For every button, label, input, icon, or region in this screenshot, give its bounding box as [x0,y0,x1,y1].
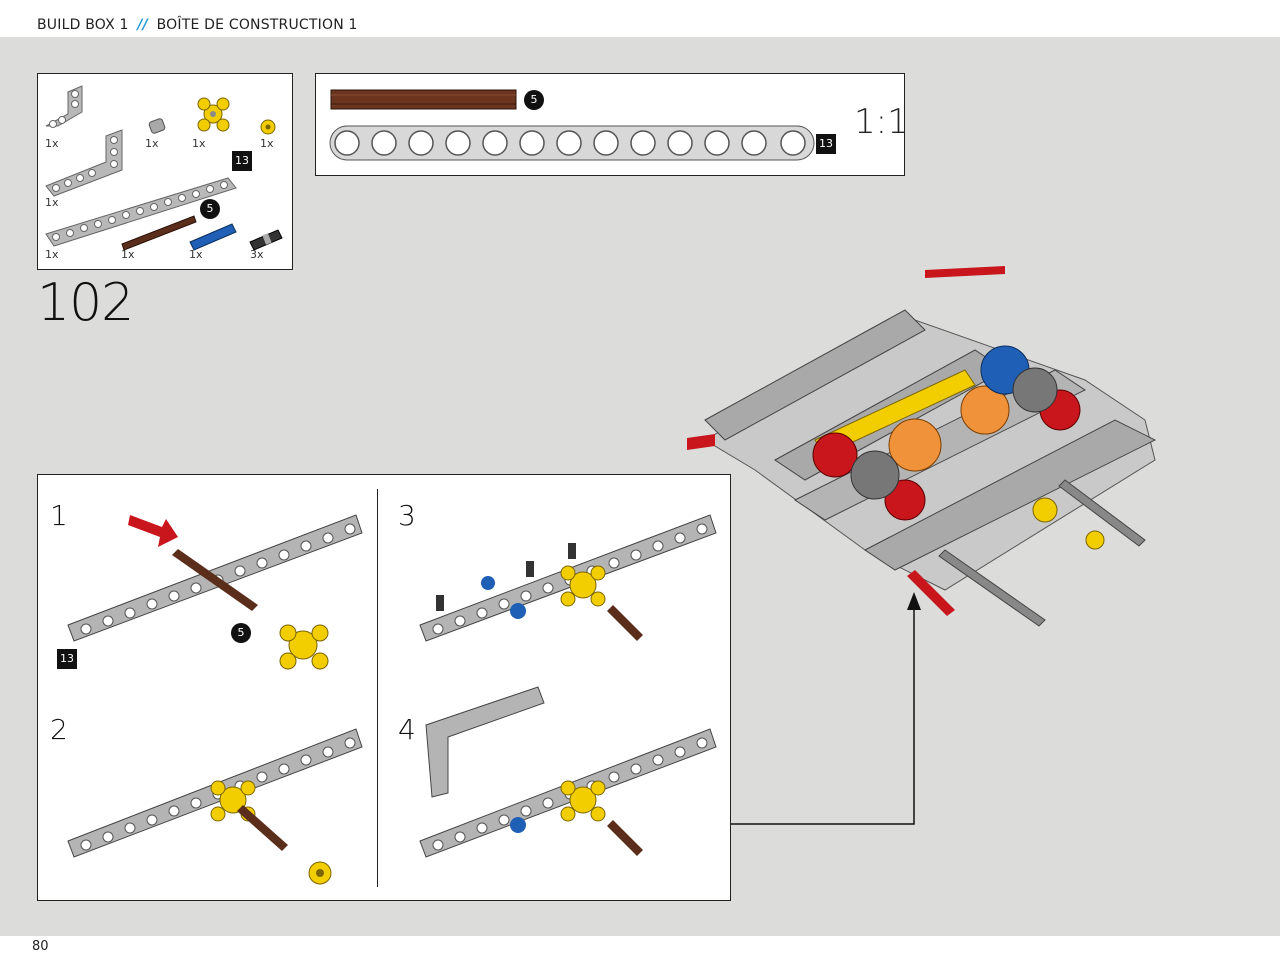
axle-length-badge: 5 [231,623,251,643]
yellow-connector-icon [1032,497,1105,550]
qty-label: 3x [250,248,264,261]
qty-label: 1x [145,137,159,150]
qty-label: 1x [45,196,59,209]
yellow-connector-icon [560,780,606,822]
beam-scale-badge: 13 [816,134,836,154]
scale-parts-illustration [329,89,815,161]
pin-connector-icon [148,118,166,134]
breadcrumb-separator: // [137,17,148,33]
grey-axle-icon [938,479,1146,627]
l-beam-small-icon [45,85,83,128]
brown-axle-icon [172,549,258,611]
brown-axle-icon [121,215,197,251]
red-axle-icon [687,266,1005,616]
blue-pin-icon [510,817,526,833]
brown-axle-icon [607,605,643,641]
qty-label: 1x [192,137,206,150]
yellow-connector-icon [197,97,230,132]
axle-length-badge: 5 [200,199,220,219]
scale-box: 5 13 1:1 [315,73,909,176]
substeps-illustration [67,514,717,885]
axle-scale-badge: 5 [524,90,544,110]
orange-gear-icon [888,385,1010,472]
parts-illustration [45,85,283,251]
yellow-connector-icon [279,624,329,670]
yellow-connector-icon [560,565,606,607]
beam-13-icon [45,177,237,247]
bottom-bar [0,936,1280,974]
beam-length-badge: 13 [57,649,77,669]
blue-pin-icon [481,576,526,619]
divider [377,489,378,887]
breadcrumb: BUILD BOX 1 // BOÎTE DE CONSTRUCTION 1 [37,17,358,33]
beam-scale-icon [329,125,815,161]
substep-number: 4 [398,713,416,746]
black-pin-icon [249,229,283,251]
substep-number: 2 [50,713,68,746]
top-bar [0,0,1280,37]
substeps-box: 1 3 2 4 [37,474,731,901]
qty-label: 1x [121,248,135,261]
brown-axle-icon [237,805,288,851]
build-box-label: BUILD BOX 1 [37,17,129,33]
substep-number: 1 [50,499,68,532]
l-beam-icon [425,686,545,798]
red-arrow-icon [128,515,178,547]
l-beam-large-icon [45,129,123,197]
black-pin-icon [436,543,576,611]
guide-arrow-icon [477,714,559,770]
qty-label: 1x [45,248,59,261]
step-number: 102 [37,273,134,333]
scale-label: 1:1 [854,102,909,142]
axle-scale-icon [330,89,517,110]
qty-label: 1x [189,248,203,261]
page-number: 80 [32,939,49,954]
brown-axle-icon [607,820,643,856]
blue-pin-icon [189,223,237,251]
yellow-bushing-icon [260,119,276,135]
qty-label: 1x [45,137,59,150]
beam-length-badge: 13 [232,151,252,171]
qty-label: 1x [260,137,274,150]
parts-list-box: 1x 1x 1x 1x 1x 1x 1x 1x 3x 13 5 [37,73,293,270]
build-box-label-fr: BOÎTE DE CONSTRUCTION 1 [156,17,358,33]
gearbox-assembly-illustration [687,266,1157,627]
callout-arrow [730,592,921,825]
substep-number: 3 [398,499,416,532]
yellow-bushing-icon [308,861,332,885]
dark-gear-icon [850,367,1058,500]
